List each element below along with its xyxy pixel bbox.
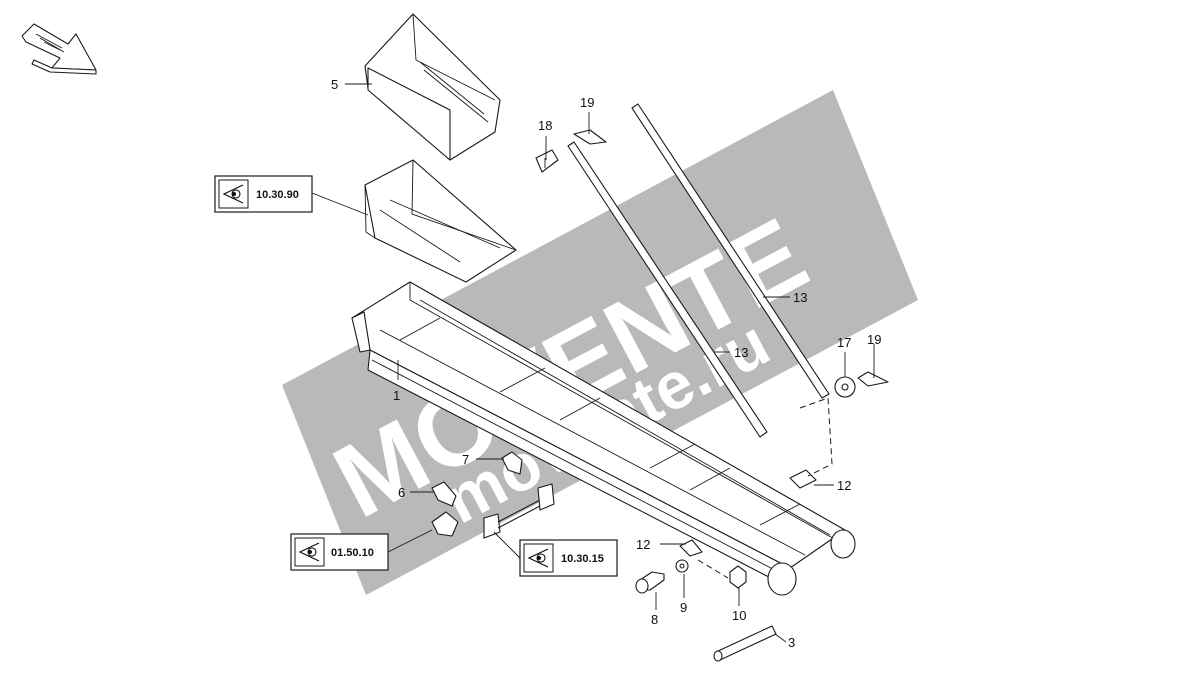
callout-18: 18	[538, 118, 552, 133]
part-9-washer	[675, 559, 689, 573]
watermark-band	[282, 90, 918, 595]
part-12-bracket-right	[789, 469, 817, 489]
ref-code: 01.50.10	[331, 547, 374, 559]
part-10-nut	[729, 565, 747, 589]
part-17-washer	[834, 376, 856, 398]
part-19-pin-right	[857, 371, 889, 387]
callout-10: 10	[732, 608, 746, 623]
callout-13-upper: 13	[793, 290, 807, 305]
callout-9: 9	[680, 600, 687, 615]
part-3-shaft	[713, 625, 777, 662]
callout-5: 5	[331, 77, 338, 92]
support-bar-10-30-15	[483, 483, 555, 539]
hopper-assembly	[364, 159, 517, 283]
callout-labels: 5 18 19 1 7 6 12 8 9 10 3 13 13 17 19 12	[331, 77, 881, 650]
part-1-conveyor-frame	[351, 281, 856, 596]
callout-12-right: 12	[837, 478, 851, 493]
part-5-upper-guard	[364, 13, 501, 161]
ref-box-01-50-10[interactable]: 01.50.10	[290, 533, 389, 571]
callout-3: 3	[788, 635, 795, 650]
callout-13-lower: 13	[734, 345, 748, 360]
callout-6: 6	[398, 485, 405, 500]
leader-lines	[311, 83, 875, 643]
part-13-rails	[567, 103, 830, 438]
part-7-bracket	[501, 451, 523, 475]
eye-icon	[527, 548, 549, 568]
callout-7: 7	[462, 452, 469, 467]
part-12-bracket-lower	[679, 539, 703, 557]
callout-8: 8	[651, 612, 658, 627]
ref-box-10-30-90[interactable]: 10.30.90	[214, 175, 313, 213]
part-6-bracket	[431, 481, 457, 507]
part-19-pin-upper	[573, 129, 607, 145]
assembly-line-right	[799, 397, 833, 477]
callout-12-lower: 12	[636, 537, 650, 552]
ref-code: 10.30.15	[561, 553, 604, 565]
eye-icon	[298, 542, 320, 562]
callout-19-upper: 19	[580, 95, 594, 110]
mount-bracket-01-50-10	[431, 511, 459, 537]
part-18-bracket	[535, 149, 559, 173]
ref-code: 10.30.90	[256, 189, 299, 201]
ref-box-10-30-15[interactable]: 10.30.15	[519, 539, 618, 577]
callout-19-right: 19	[867, 332, 881, 347]
assembly-line-lower	[697, 559, 729, 579]
callout-17: 17	[837, 335, 851, 350]
callout-1: 1	[393, 388, 400, 403]
direction-arrow-icon	[21, 23, 97, 75]
part-8-bolt	[635, 571, 665, 594]
eye-icon	[222, 184, 244, 204]
